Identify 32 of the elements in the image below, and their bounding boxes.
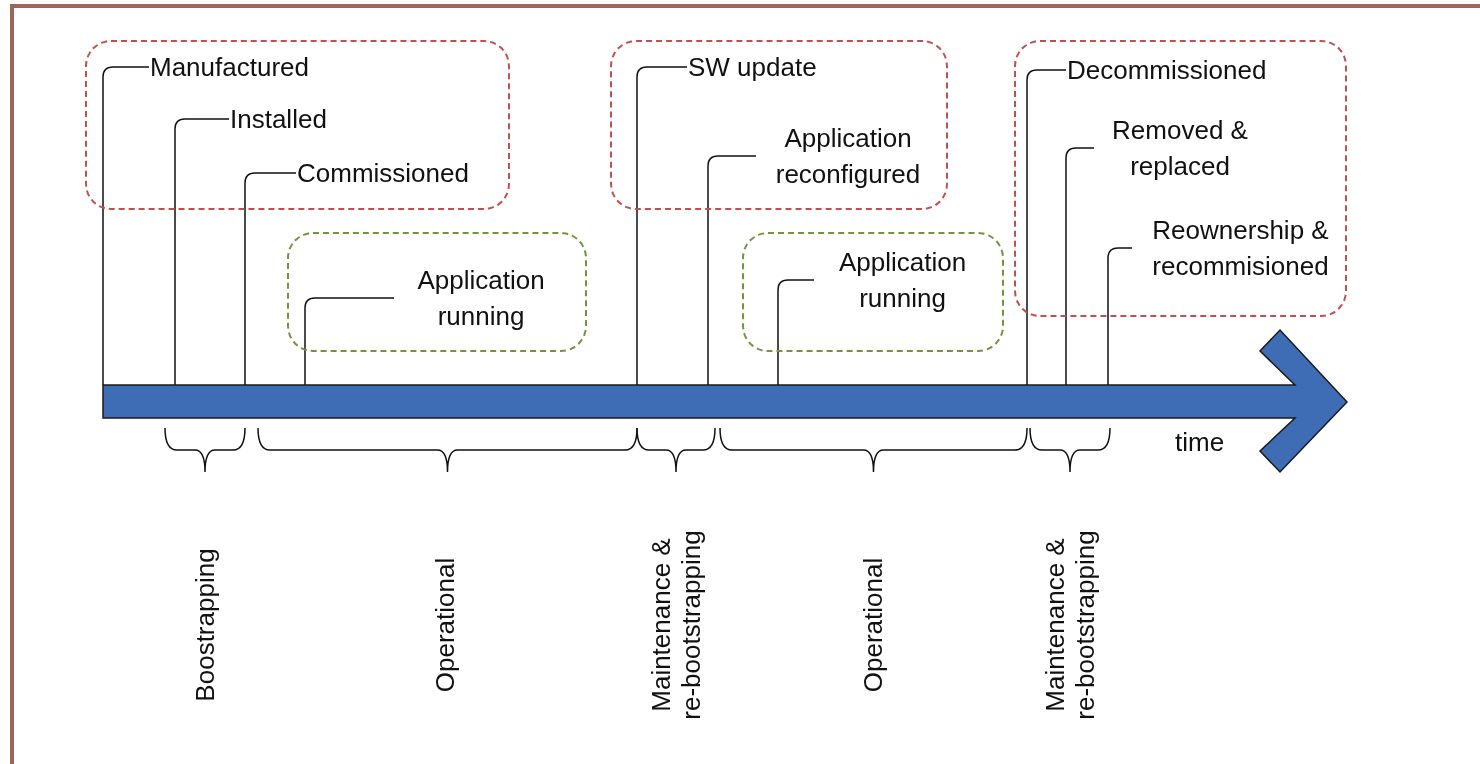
event-label: Installed xyxy=(230,101,327,137)
axis-label: time xyxy=(1175,427,1225,458)
leader-line xyxy=(1107,247,1133,386)
leader-line xyxy=(244,172,297,386)
leader-line xyxy=(777,279,815,386)
dashed-group-box xyxy=(1014,40,1347,317)
event-label: Decommissioned xyxy=(1067,52,1267,88)
phase-label: Operational xyxy=(858,556,888,695)
event-label: Application reconfigured xyxy=(757,120,939,192)
leader-line xyxy=(102,66,150,386)
leader-line xyxy=(707,155,757,386)
dashed-group-box xyxy=(287,232,587,352)
leader-line xyxy=(1026,69,1067,386)
phase-label: Boostrapping xyxy=(190,547,220,704)
event-label: Reownership & recommisioned xyxy=(1133,212,1348,284)
event-label: Manufactured xyxy=(150,49,309,85)
dashed-group-box xyxy=(742,232,1004,352)
event-label: Application running xyxy=(395,262,567,334)
event-label: Application running xyxy=(815,244,990,316)
event-label: Commissioned xyxy=(297,155,469,191)
phase-label: Operational xyxy=(430,556,460,695)
dashed-group-box xyxy=(85,40,510,210)
leader-line xyxy=(174,118,230,386)
event-label: SW update xyxy=(688,49,817,85)
dashed-group-box xyxy=(610,40,948,210)
leader-line xyxy=(636,66,688,386)
leader-line xyxy=(304,297,395,386)
time-arrow xyxy=(102,329,1350,474)
leader-line xyxy=(1065,147,1095,386)
phase-label: Maintenance & re-bootstrapping xyxy=(646,530,706,720)
phase-label: Maintenance & re-bootstrapping xyxy=(1040,530,1100,720)
event-label: Removed & replaced xyxy=(1095,112,1265,184)
